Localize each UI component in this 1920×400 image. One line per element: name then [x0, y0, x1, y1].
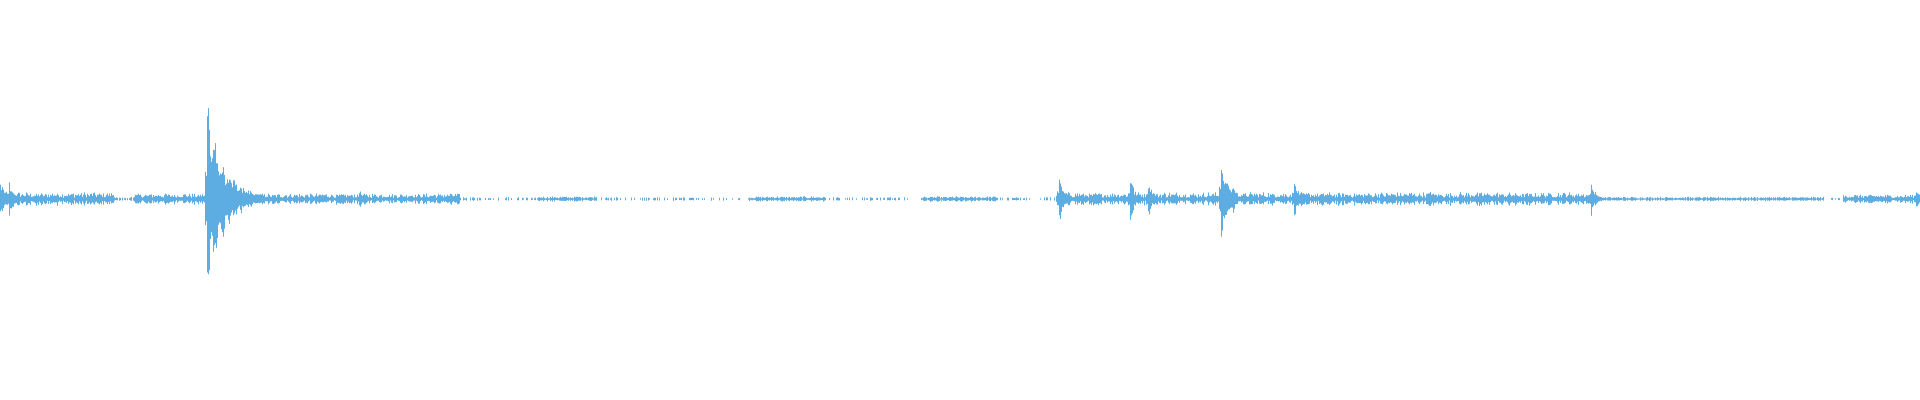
waveform-path	[0, 108, 1920, 275]
